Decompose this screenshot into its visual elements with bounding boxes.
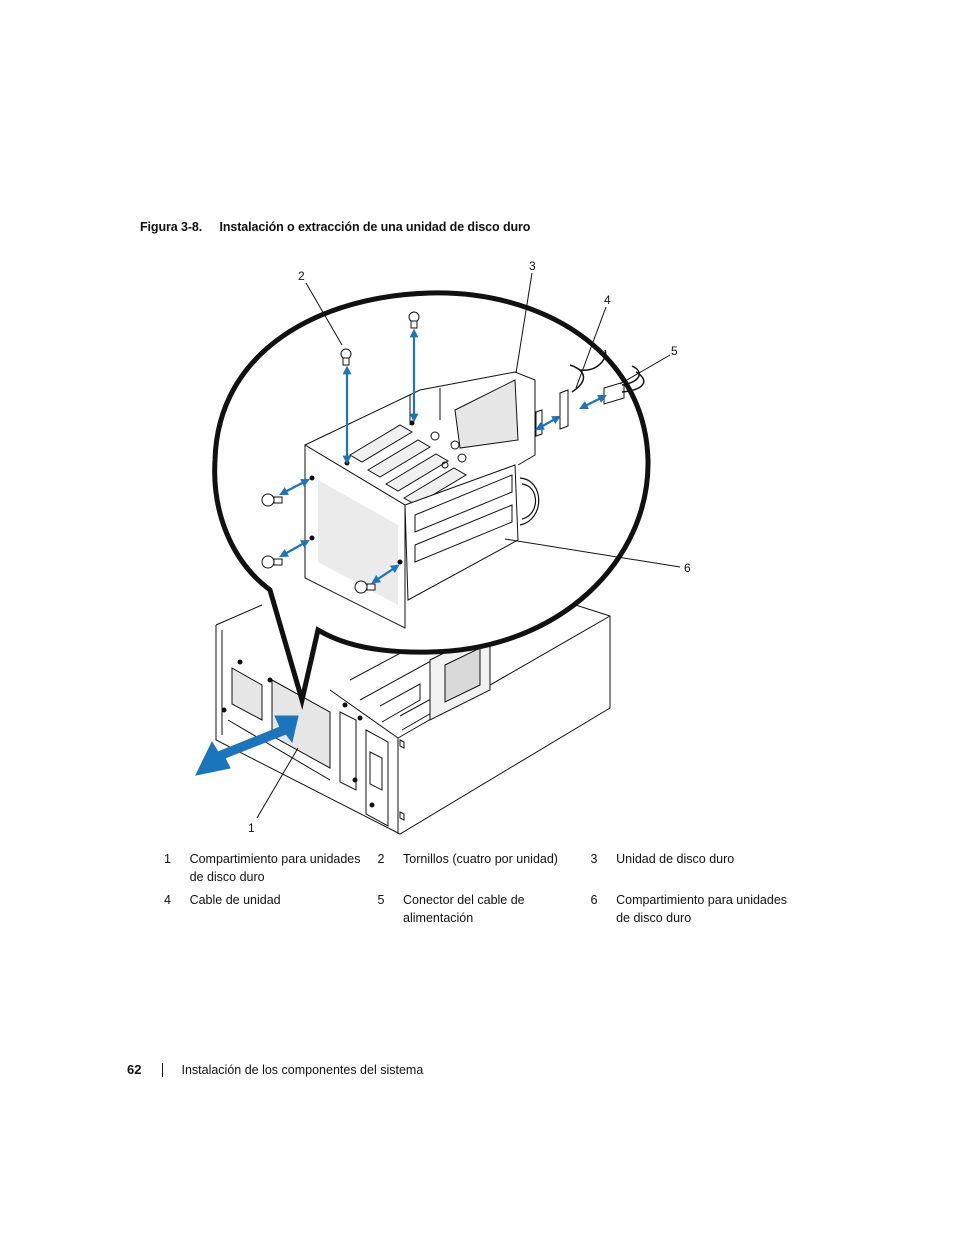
- screw: [340, 348, 352, 366]
- callout-2: 2: [298, 269, 305, 283]
- page-number: 62: [127, 1062, 142, 1077]
- large-slide-arrow: [195, 715, 299, 776]
- legend-number: 6: [590, 893, 598, 907]
- legend-number: 3: [590, 852, 598, 866]
- figure-title: Instalación o extracción de una unidad d…: [219, 220, 531, 234]
- page-footer: 62 Instalación de los componentes del si…: [127, 1062, 423, 1077]
- section-title: Instalación de los componentes del siste…: [181, 1062, 424, 1077]
- direction-arrows: [279, 328, 607, 584]
- figure-caption: Figura 3-8. Instalación o extracción de …: [140, 220, 530, 234]
- figure-number: Figura 3-8.: [140, 220, 203, 234]
- screw: [408, 311, 420, 329]
- legend-text: Conector del cable de alimentación: [403, 893, 525, 925]
- legend-number: 5: [377, 893, 385, 907]
- legend-text: Unidad de disco duro: [616, 852, 735, 866]
- screw: [261, 493, 283, 507]
- legend-row: 4 Cable de unidad 5 Conector del cable d…: [164, 886, 804, 927]
- legend-text: Compartimiento para unidades de disco du…: [616, 893, 788, 925]
- legend-row: 1 Compartimiento para unidades de disco …: [164, 850, 804, 886]
- callout-1: 1: [248, 821, 255, 835]
- computer-chassis: [215, 599, 611, 835]
- figure-legend: 1 Compartimiento para unidades de disco …: [164, 850, 804, 927]
- legend-number: 1: [164, 852, 171, 866]
- legend-text: Cable de unidad: [189, 893, 281, 907]
- leader-lines: [256, 272, 681, 819]
- screw: [354, 580, 376, 594]
- callout-4: 4: [604, 293, 611, 307]
- callout-5: 5: [671, 344, 678, 358]
- screw: [261, 555, 283, 569]
- legend-text: Compartimiento para unidades de disco du…: [189, 852, 361, 884]
- screws: [261, 311, 420, 594]
- footer-separator: [162, 1062, 164, 1077]
- legend-text: Tornillos (cuatro por unidad): [403, 852, 558, 866]
- legend-number: 4: [164, 893, 171, 907]
- callout-6: 6: [684, 561, 691, 575]
- callout-3: 3: [529, 259, 536, 273]
- legend-number: 2: [377, 852, 385, 866]
